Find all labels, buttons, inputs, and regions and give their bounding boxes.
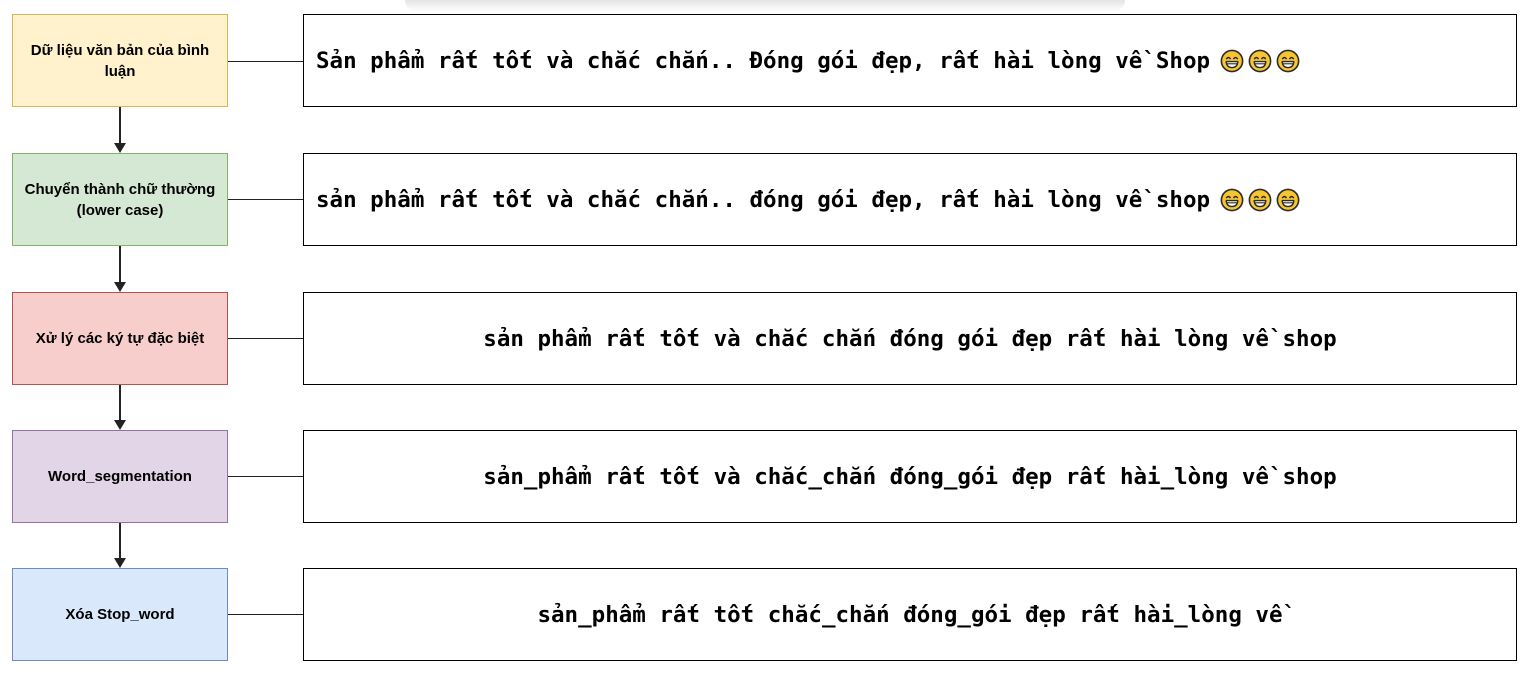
grinning-face-emoji: [1220, 49, 1244, 72]
grinning-face-emoji: [1248, 49, 1272, 72]
step-box-lowercase: Chuyển thành chữ thường (lower case): [12, 153, 228, 246]
grinning-face-emoji: [1276, 188, 1300, 211]
text-box-remove-stopwords: sản_phẩm rất tốt chắc_chắn đóng_gói đẹp …: [303, 568, 1517, 661]
step-text: sản phẩm rất tốt và chắc chắn đóng gói đ…: [483, 325, 1337, 352]
down-arrow: [114, 523, 126, 568]
step-box-word-segmentation: Word_segmentation: [12, 430, 228, 523]
down-arrow: [114, 107, 126, 153]
step-label: Dữ liệu văn bản của bình luận: [30, 41, 210, 80]
text-box-special-chars: sản phẩm rất tốt và chắc chắn đóng gói đ…: [303, 292, 1517, 385]
step-label: Chuyển thành chữ thường (lower case): [24, 180, 216, 219]
emoji-group: [1220, 49, 1300, 73]
grinning-face-emoji: [1220, 188, 1244, 211]
grinning-face-emoji: [1248, 188, 1272, 211]
step-text: sản_phẩm rất tốt và chắc_chắn đóng_gói đ…: [483, 463, 1337, 490]
emoji-group: [1220, 188, 1300, 212]
top-shadow: [405, 0, 1125, 12]
step-box-comment-data: Dữ liệu văn bản của bình luận: [12, 14, 228, 107]
step-label: Word_segmentation: [48, 468, 192, 485]
down-arrow: [114, 246, 126, 292]
step-text: Sản phẩm rất tốt và chắc chắn.. Đóng gói…: [316, 47, 1211, 74]
connector-line: [228, 338, 303, 339]
connector-line: [228, 614, 303, 615]
step-box-special-chars: Xử lý các ký tự đặc biệt: [12, 292, 228, 385]
text-box-original: Sản phẩm rất tốt và chắc chắn.. Đóng gói…: [303, 14, 1517, 107]
step-text: sản_phẩm rất tốt chắc_chắn đóng_gói đẹp …: [537, 601, 1283, 628]
step-label: Xử lý các ký tự đặc biệt: [35, 330, 205, 347]
connector-line: [228, 61, 303, 62]
connector-line: [228, 199, 303, 200]
step-box-remove-stopwords: Xóa Stop_word: [12, 568, 228, 661]
connector-line: [228, 476, 303, 477]
grinning-face-emoji: [1276, 49, 1300, 72]
text-box-word-segmentation: sản_phẩm rất tốt và chắc_chắn đóng_gói đ…: [303, 430, 1517, 523]
text-box-lowercase: sản phẩm rất tốt và chắc chắn.. đóng gói…: [303, 153, 1517, 246]
step-text: sản phẩm rất tốt và chắc chắn.. đóng gói…: [316, 186, 1211, 213]
step-label: Xóa Stop_word: [65, 606, 175, 623]
down-arrow: [114, 385, 126, 430]
